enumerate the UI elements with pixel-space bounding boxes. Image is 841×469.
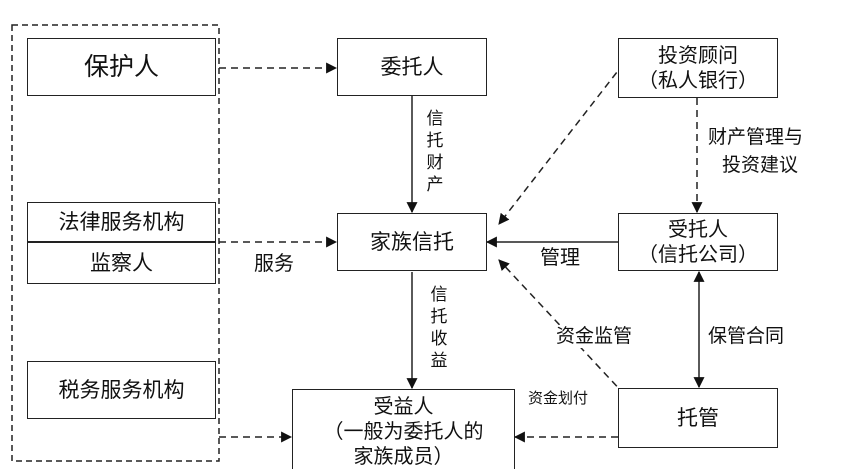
trust-property-label: 信 托 财 产 (424, 108, 446, 196)
beneficiary-name: 受益人 (373, 394, 434, 418)
supervisor-box: 监察人 (27, 242, 216, 284)
settlor-label: 委托人 (380, 54, 444, 79)
protector-label: 保护人 (83, 52, 159, 82)
wealth-management-label: 财产管理与 投资建议 (708, 124, 804, 180)
tax-services-label: 税务服务机构 (58, 377, 185, 402)
trustee-note: （信托公司） (638, 242, 758, 266)
custody-to-family-trust-arrow (498, 259, 626, 396)
custody-label: 托管 (677, 405, 719, 430)
beneficiary-note: （一般为委托人的 (323, 419, 484, 443)
management-label: 管理 (540, 245, 580, 269)
services-label: 服务 (254, 251, 294, 275)
supervisor-label: 监察人 (90, 250, 153, 275)
trust-income-label: 信 托 收 益 (428, 284, 450, 372)
trustee-name: 受托人 (668, 217, 728, 241)
custody-box: 托管 (618, 388, 778, 448)
advisor-group-frame (11, 24, 220, 462)
settlor-box: 委托人 (337, 38, 487, 96)
family-trust-box: 家族信托 (337, 213, 487, 271)
protector-box: 保护人 (27, 38, 216, 96)
tax-services-box: 税务服务机构 (27, 361, 216, 419)
custody-contract-label: 保管合同 (708, 325, 785, 347)
beneficiary-box: 受益人 （一般为委托人的 家族成员） (292, 389, 515, 469)
legal-services-label: 法律服务机构 (58, 209, 185, 234)
advisor-note: （私人银行） (638, 68, 758, 92)
advisor-box: 投资顾问 （私人银行） (618, 38, 778, 98)
advisor-name: 投资顾问 (658, 43, 738, 67)
advisor-to-family-trust-arrow (498, 62, 625, 225)
family-trust-label: 家族信托 (370, 229, 454, 254)
fund-supervision-label: 资金监管 (556, 325, 633, 348)
trustee-box: 受托人 （信托公司） (618, 213, 778, 271)
fund-transfer-label: 资金划付 (528, 389, 589, 407)
beneficiary-note-cont: 家族成员） (353, 444, 454, 468)
legal-services-box: 法律服务机构 (27, 202, 216, 242)
